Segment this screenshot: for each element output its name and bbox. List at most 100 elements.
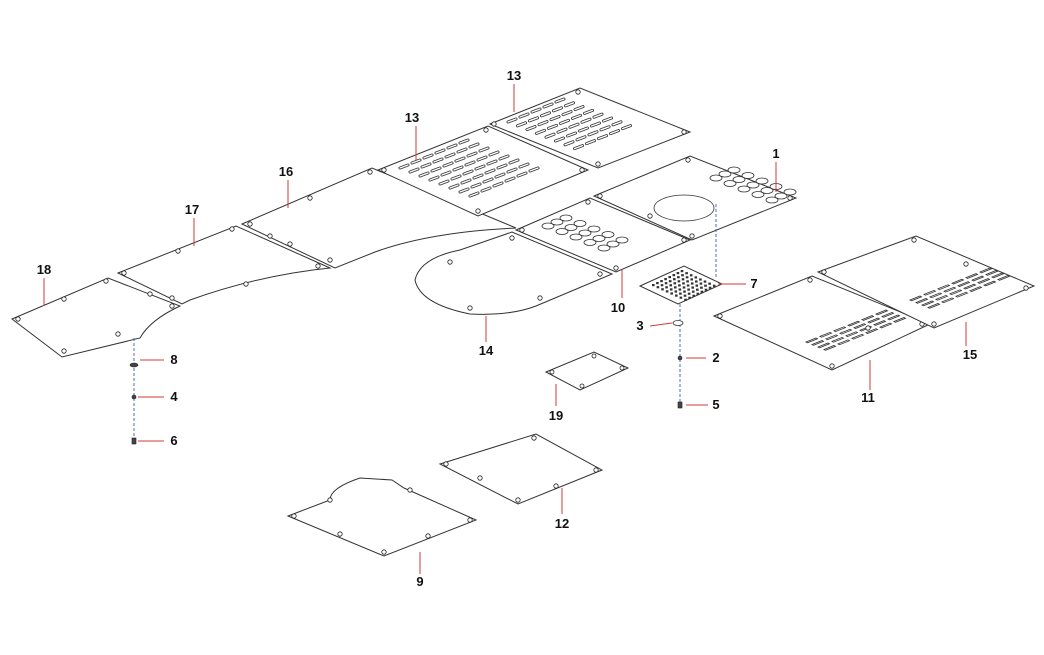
vent-slot-inner	[451, 175, 461, 180]
rect-slot	[979, 267, 993, 274]
vent-slot-inner	[505, 177, 515, 182]
vent-slot-inner	[571, 114, 582, 120]
oval-hole	[555, 228, 569, 235]
grate-hole	[679, 292, 682, 295]
vent-slot-inner	[453, 166, 463, 171]
vent-slot-inner	[543, 103, 553, 108]
vent-slot-inner	[429, 176, 439, 181]
vent-slot-inner	[457, 148, 467, 153]
grate-hole	[665, 286, 668, 289]
cover-plate-9	[286, 477, 478, 557]
oval-hole	[774, 192, 788, 200]
rect-slot	[825, 334, 839, 341]
vent-slot-inner	[597, 134, 608, 140]
oval-hole	[727, 166, 741, 174]
vent-slot-inner	[489, 151, 499, 156]
grate-hole	[700, 286, 703, 289]
callout-labels: 1 2 3 4 5 6 7 8 9 10 11 12 13 13 14 15 1…	[37, 68, 977, 589]
grate-hole	[700, 290, 704, 293]
rect-slot	[915, 298, 929, 304]
vent-slot-inner	[493, 182, 503, 187]
grate-hole	[696, 288, 699, 291]
rect-slot	[941, 297, 955, 304]
grate-hole	[682, 286, 686, 289]
oval-hole	[597, 244, 611, 252]
washer-8	[129, 362, 139, 368]
grate-hole	[656, 286, 660, 289]
grate-hole	[688, 296, 691, 299]
rect-slot	[833, 326, 847, 333]
grate-hole	[668, 276, 671, 279]
rect-slot	[817, 342, 831, 349]
vent-slot-inner	[612, 121, 622, 126]
vent-slot-inner	[497, 164, 507, 169]
grate-hole	[690, 282, 694, 285]
vent-slot-inner	[569, 123, 579, 128]
grate-hole	[708, 286, 712, 289]
fastener-stack-right	[672, 204, 717, 409]
spacer-2	[677, 355, 683, 361]
grate-hole	[708, 282, 711, 285]
grate-hole	[683, 294, 687, 297]
callout-13-right: 13	[507, 68, 521, 83]
vent-slot-inner	[509, 159, 519, 164]
vent-slot-inner	[445, 153, 455, 158]
rect-slot	[951, 278, 965, 285]
callout-5: 5	[712, 397, 719, 412]
vent-slot-inner	[463, 170, 473, 175]
rect-slot	[983, 280, 997, 287]
vent-slot-inner	[455, 157, 465, 162]
callout-10: 10	[611, 300, 625, 315]
oval-hole	[760, 187, 774, 194]
oval-hole	[587, 225, 601, 233]
rect-slot	[909, 295, 923, 302]
vent-slot-inner	[552, 107, 563, 112]
rect-slot	[949, 289, 963, 296]
floor-plate-14	[414, 231, 614, 315]
vent-slot-inner	[469, 143, 479, 148]
callout-8: 8	[170, 352, 177, 367]
rect-slot	[965, 273, 979, 279]
vent-slot-inner	[475, 165, 485, 170]
oval-hole	[732, 176, 746, 183]
vent-slot-inner	[531, 108, 541, 113]
rect-slot	[955, 291, 969, 298]
vent-slot-inner	[465, 161, 475, 166]
vent-slot-inner	[419, 172, 429, 177]
vent-slot-inner	[519, 113, 529, 118]
callout-9: 9	[416, 574, 423, 589]
vent-slot-inner	[545, 133, 555, 138]
vent-slot-inner	[566, 132, 577, 137]
vent-slot-inner	[550, 115, 560, 121]
grate-hole	[672, 274, 676, 277]
rect-slot	[887, 314, 901, 321]
grate-hole	[681, 278, 685, 281]
slotted-floor-plate-13-right	[488, 87, 692, 169]
rect-slot	[963, 283, 977, 290]
floor-plate-18	[11, 277, 182, 358]
rect-slot	[977, 278, 991, 284]
rect-slot	[969, 286, 983, 292]
grate-hole	[681, 274, 684, 277]
vent-slot-inner	[526, 125, 536, 131]
grate-hole	[669, 284, 672, 287]
vent-slot-inner	[583, 109, 594, 115]
grate-hole	[695, 284, 699, 287]
rect-slot	[921, 300, 935, 307]
vent-slot-inner	[517, 172, 527, 177]
vent-slot-inner	[528, 117, 539, 122]
grate-hole	[687, 288, 690, 291]
rect-slot	[881, 312, 895, 318]
rect-slot	[867, 317, 881, 324]
floor-plate-16	[240, 167, 517, 269]
rect-slot	[929, 292, 943, 299]
vent-slot-inner	[557, 128, 567, 133]
vent-slot-inner	[409, 168, 419, 173]
vent-slot-inner	[564, 102, 575, 107]
vent-slot-inner	[540, 112, 551, 117]
grate-hole	[695, 280, 698, 283]
vent-slot-inner	[578, 127, 589, 132]
grate-hole	[665, 290, 669, 293]
grate-hole	[685, 276, 689, 279]
